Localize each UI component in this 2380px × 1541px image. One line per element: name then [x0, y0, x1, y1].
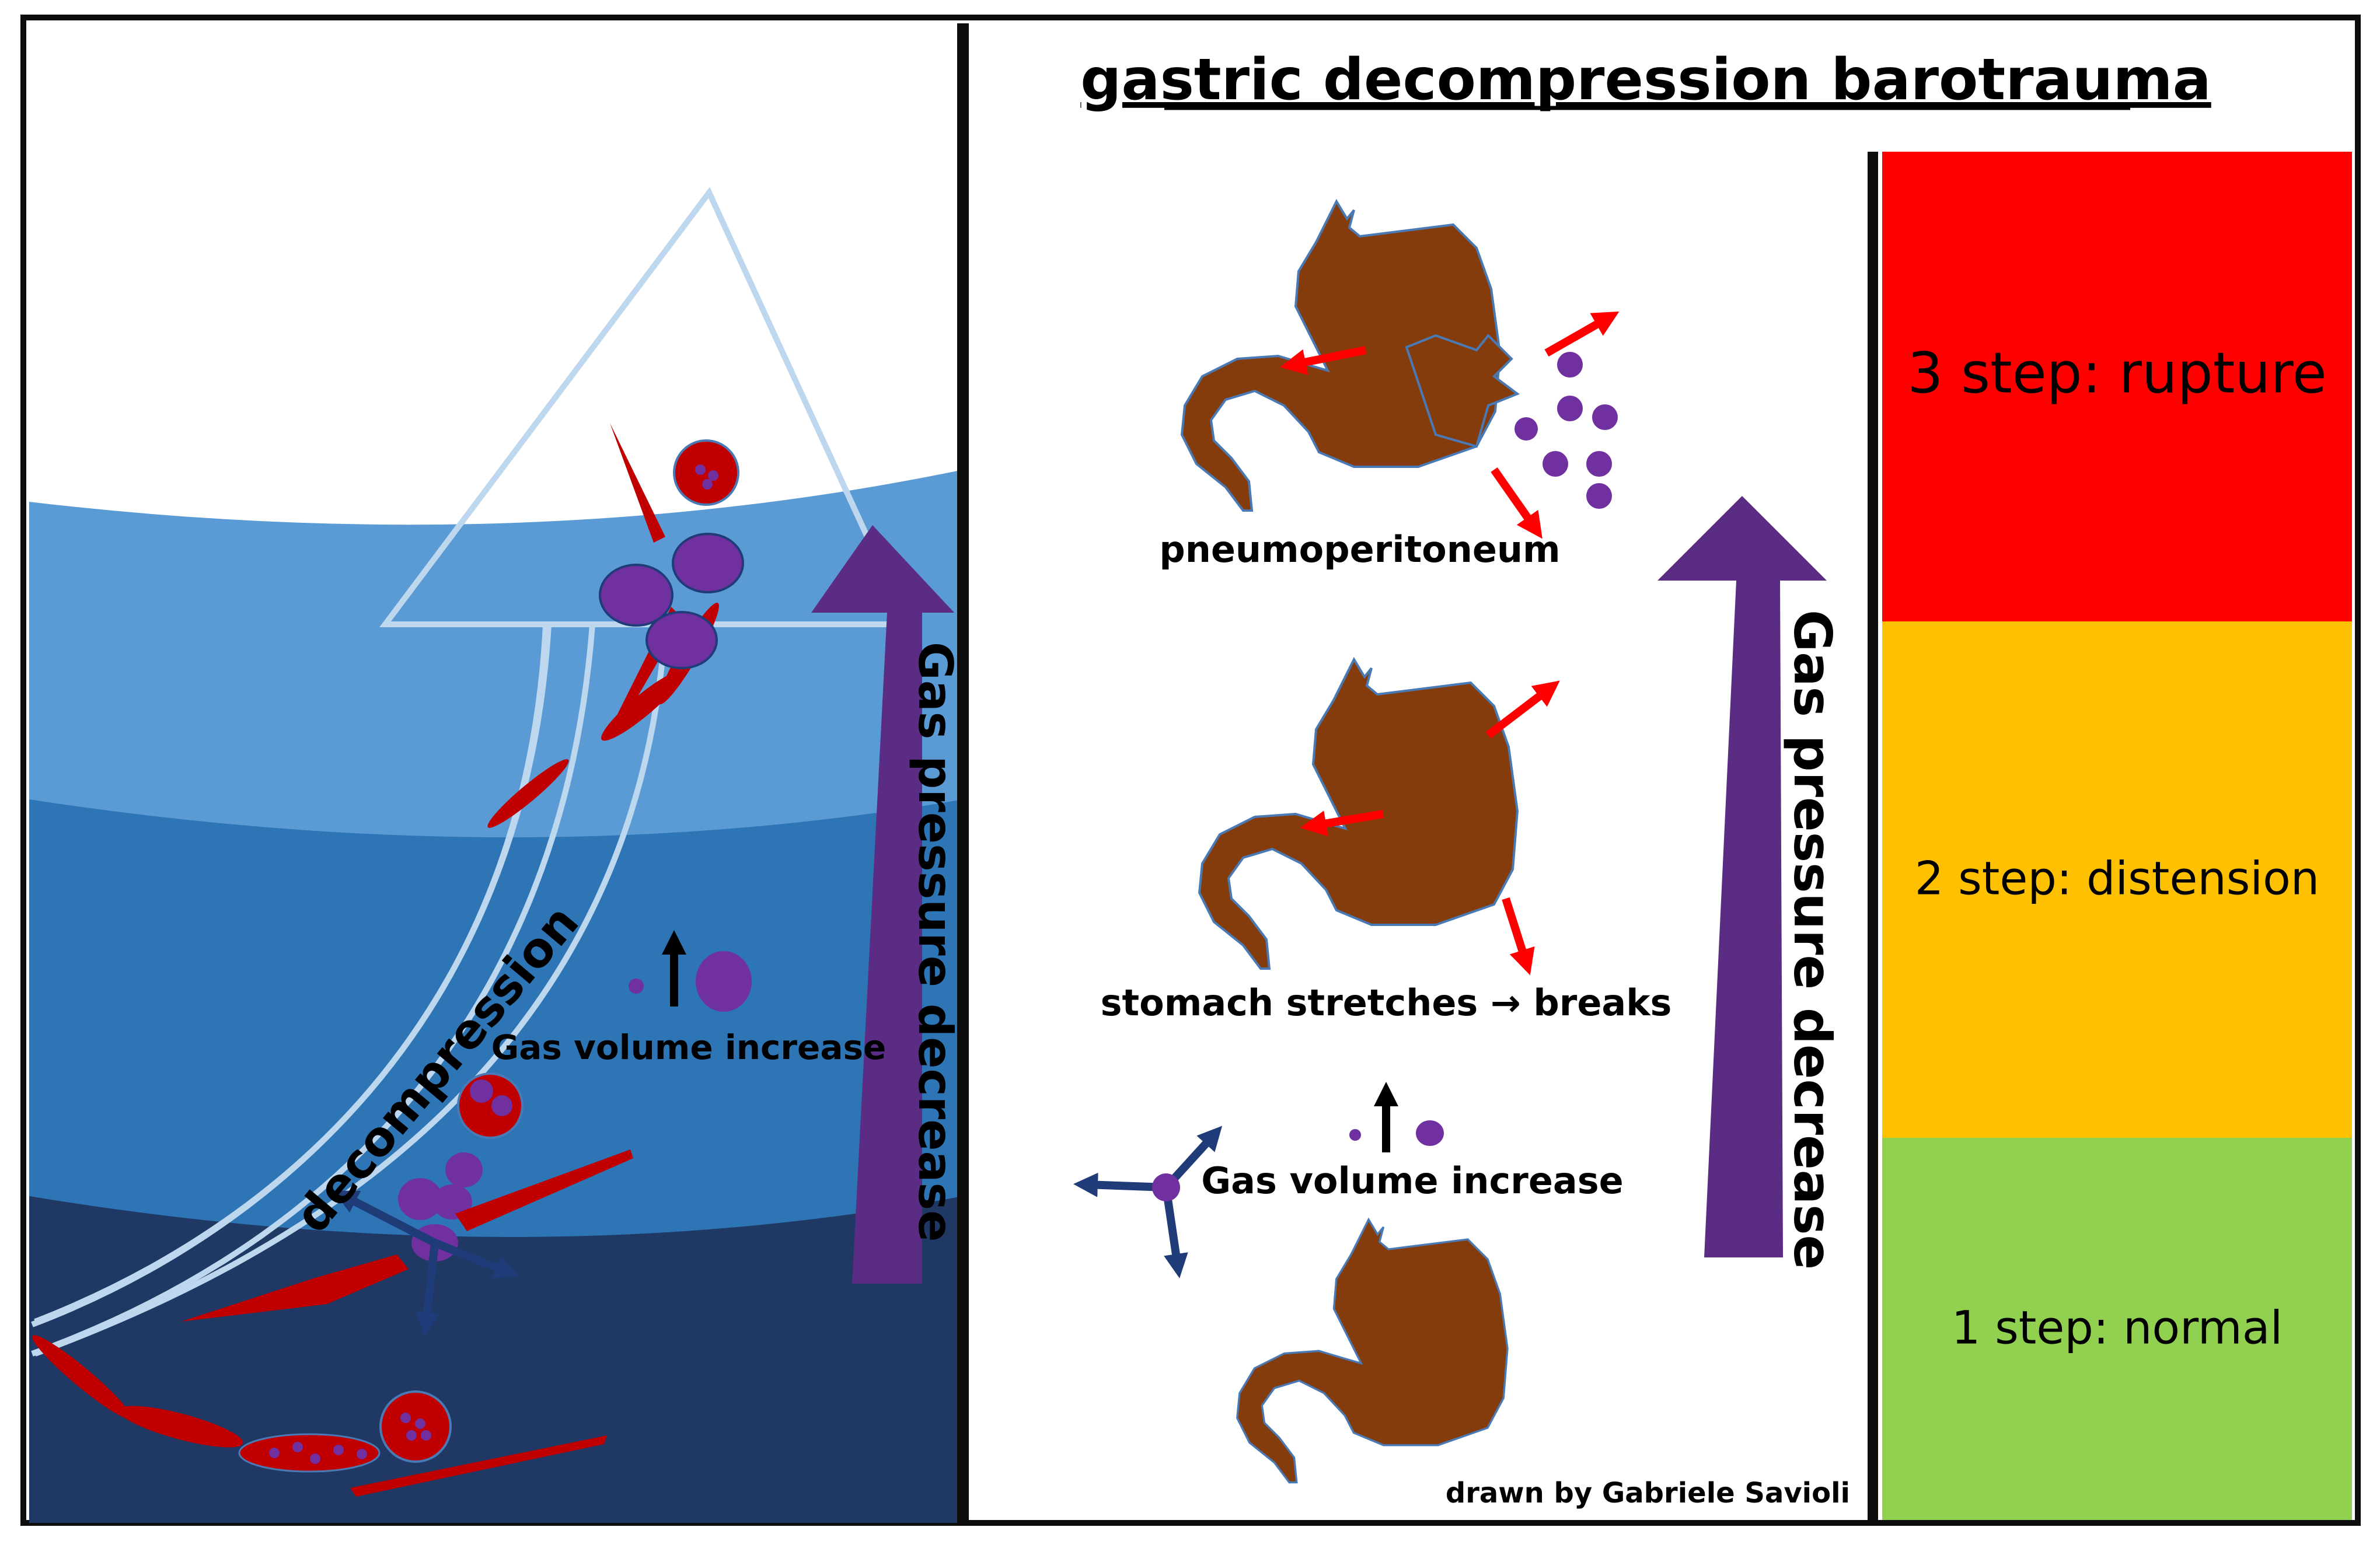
step-label: 2 step: distension — [1915, 853, 2320, 906]
force-arrow-icon — [1491, 467, 1543, 539]
stomach-icon — [1181, 200, 1520, 512]
sea-layer-deep — [29, 1196, 963, 1523]
step-box — [1882, 1138, 2352, 1520]
gas-volume-indicator — [1349, 1082, 1444, 1152]
step-box — [1882, 152, 2352, 621]
steps-column: 3 step: rupture 2 step: distension 1 step:… — [1882, 152, 2352, 1520]
gas-expansion-icon — [1073, 1126, 1223, 1278]
gas-bubbles — [1514, 352, 1618, 509]
gas-volume-label-middle: Gas volume increase — [1201, 1159, 1623, 1202]
gas-bubble-icon — [599, 564, 673, 627]
left-panel — [29, 23, 963, 1523]
force-arrow-icon — [1544, 311, 1620, 357]
pressure-arrow-icon — [811, 525, 954, 1284]
diver-icon — [181, 1072, 633, 1337]
credit-text: drawn by Gabriele Savioli — [1446, 1477, 1850, 1509]
force-arrow-icon — [1502, 897, 1535, 976]
pressure-label-middle: Gas pressure decrease — [1782, 610, 1842, 1270]
gas-volume-indicator — [629, 930, 752, 1012]
gas-volume-label-left: Gas volume increase — [491, 1028, 887, 1067]
step-divider — [1868, 152, 1878, 1523]
diver-icon — [487, 423, 744, 828]
gas-bubble-icon — [696, 951, 752, 1012]
step-label: 3 step: rupture — [1907, 341, 2326, 406]
stage-label-top: pneumoperitoneum — [1159, 528, 1560, 571]
pressure-arrow-icon — [1657, 496, 1827, 1257]
diagram-title: gastric decompression barotrauma — [1080, 47, 2211, 113]
force-arrow-icon — [1300, 810, 1384, 837]
stage-label-middle: stomach stretches → breaks — [1101, 981, 1672, 1024]
gas-bubble-icon — [1416, 1120, 1444, 1146]
panel-divider — [957, 23, 969, 1523]
force-arrow-icon — [1485, 680, 1560, 739]
diver-icon — [32, 1335, 607, 1497]
pressure-label-left: Gas pressure decrease — [908, 642, 962, 1242]
step-box — [1882, 621, 2352, 1138]
force-arrow-icon — [1280, 346, 1367, 375]
step-label: 1 step: normal — [1952, 1302, 2283, 1355]
